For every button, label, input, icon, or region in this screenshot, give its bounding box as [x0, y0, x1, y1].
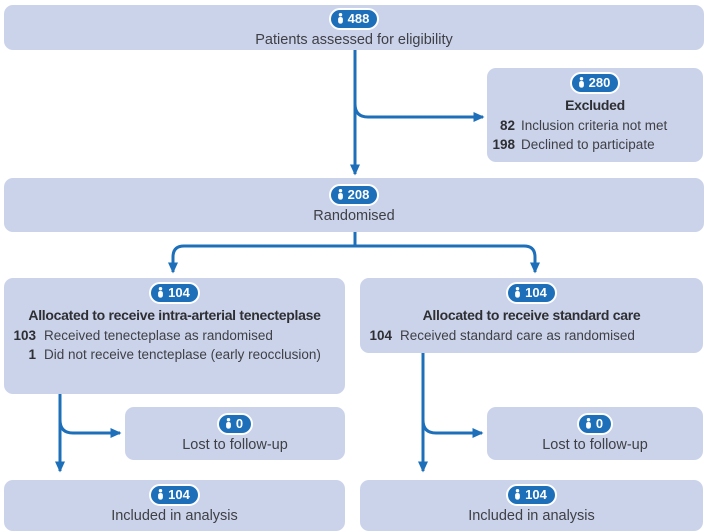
count-value: 104: [168, 487, 190, 502]
box-label: Patients assessed for eligibility: [255, 32, 453, 48]
box-label: Lost to follow-up: [542, 436, 648, 453]
detail-count: 104: [369, 327, 392, 343]
count-badge: 0: [216, 412, 254, 435]
person-icon: [337, 189, 343, 200]
detail-row: 103 Received tenecteplase as randomised: [6, 326, 343, 346]
count-badge: 104: [149, 282, 200, 304]
detail-text: Did not receive tencteplase (early reocc…: [44, 347, 321, 363]
person-icon: [515, 489, 521, 500]
count-badge: 488: [328, 8, 380, 30]
box-analysis-tenecteplase: 104 Included in analysis: [4, 480, 345, 531]
detail-row: 104 Received standard care as randomised: [362, 326, 701, 346]
count-value: 104: [168, 285, 190, 300]
detail-text: Received tenecteplase as randomised: [44, 327, 273, 343]
box-excluded: 280 Excluded 82 Inclusion criteria not m…: [487, 68, 703, 162]
detail-text: Received standard care as randomised: [400, 327, 635, 343]
person-icon: [158, 287, 164, 298]
box-lost-followup-standard-care: 0 Lost to follow-up: [487, 407, 703, 460]
connector-randomised-to-standard-care: [355, 244, 540, 274]
box-randomised: 208 Randomised: [4, 178, 704, 232]
box-label: Lost to follow-up: [182, 436, 288, 453]
person-icon: [337, 13, 343, 24]
count-badge: 104: [506, 484, 557, 506]
person-icon: [578, 77, 584, 88]
reason-row: 198 Declined to participate: [489, 135, 701, 155]
count-badge: 280: [569, 72, 621, 94]
box-analysis-standard-care: 104 Included in analysis: [360, 480, 703, 531]
detail-rows: 104 Received standard care as randomised: [360, 325, 703, 346]
reason-text: Inclusion criteria not met: [521, 117, 668, 133]
count-badge: 208: [328, 184, 380, 207]
count-badge: 104: [506, 282, 557, 304]
box-label: Included in analysis: [111, 508, 238, 524]
box-allocation-standard-care: 104 Allocated to receive standard care 1…: [360, 278, 703, 353]
box-lost-followup-tenecteplase: 0 Lost to follow-up: [125, 407, 345, 460]
count-value: 280: [588, 75, 611, 90]
person-icon: [225, 417, 231, 429]
connector-standard-care-to-lost: [421, 419, 484, 438]
detail-row: 1 Did not receive tencteplase (early reo…: [6, 345, 343, 365]
reason-row: 82 Inclusion criteria not met: [489, 116, 701, 136]
box-title: Excluded: [565, 97, 625, 113]
connector-tenecteplase-to-lost: [58, 419, 122, 438]
connector-randomised-to-tenecteplase: [168, 244, 355, 274]
connector-eligibility-excluded: [353, 103, 485, 122]
detail-rows: 103 Received tenecteplase as randomised …: [4, 325, 345, 365]
box-eligibility: 488 Patients assessed for eligibility: [4, 5, 704, 50]
box-title: Allocated to receive standard care: [422, 307, 641, 323]
count-value: 488: [347, 11, 370, 26]
count-badge: 104: [149, 484, 200, 506]
box-label: Randomised: [313, 208, 395, 225]
reason-rows: 82 Inclusion criteria not met 198 Declin…: [487, 115, 703, 155]
box-label: Included in analysis: [468, 508, 595, 524]
count-badge: 0: [576, 412, 614, 435]
reason-count: 198: [492, 137, 515, 153]
count-value: 0: [235, 415, 244, 431]
reason-text: Declined to participate: [521, 137, 655, 153]
count-value: 208: [347, 187, 370, 203]
person-icon: [585, 417, 591, 429]
box-allocation-tenecteplase: 104 Allocated to receive intra-arterial …: [4, 278, 345, 394]
detail-count: 1: [28, 347, 36, 363]
box-title: Allocated to receive intra-arterial tene…: [28, 307, 321, 323]
detail-count: 103: [13, 327, 36, 343]
person-icon: [158, 489, 164, 500]
count-value: 0: [595, 415, 604, 431]
count-value: 104: [525, 285, 547, 300]
reason-count: 82: [499, 117, 515, 133]
person-icon: [515, 287, 521, 298]
count-value: 104: [525, 487, 547, 502]
